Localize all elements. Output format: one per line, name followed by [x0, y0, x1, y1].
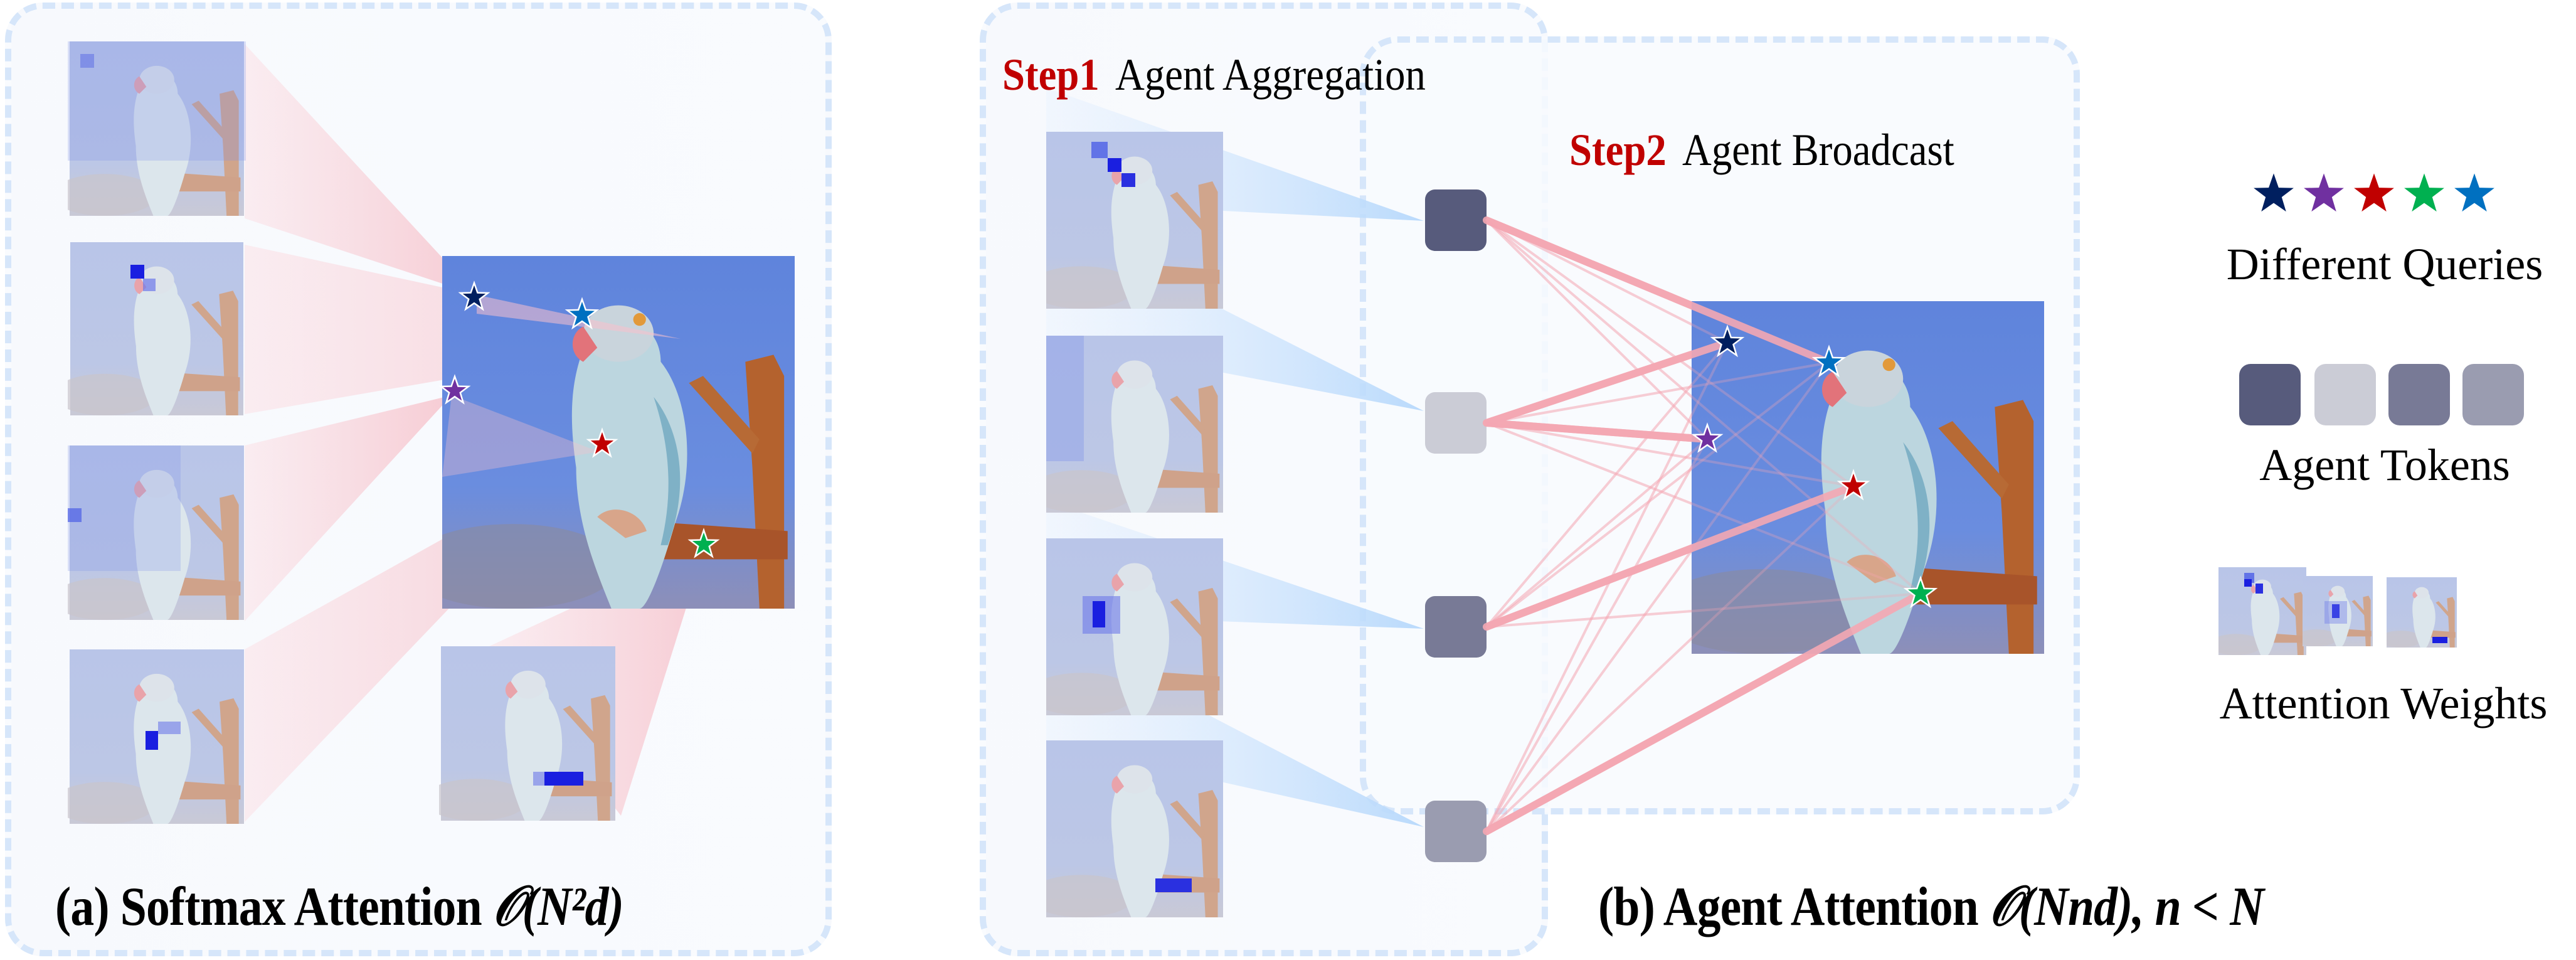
panel-b-query-image	[1692, 301, 2044, 654]
broadcast-line-weak	[1485, 219, 1855, 488]
legend-attention-weights	[2218, 567, 2457, 655]
broadcast-line-strong	[1483, 483, 1857, 631]
agent-tokens	[1425, 189, 1487, 862]
legend-token-2	[2314, 364, 2376, 425]
panel-b	[1046, 88, 2044, 917]
panel-a-attention-map-4	[68, 649, 244, 824]
broadcast-line-weak	[1485, 438, 1709, 833]
broadcast-line-strong	[1483, 419, 1711, 443]
broadcast-lines-over-image	[1483, 216, 1924, 835]
legend	[2218, 173, 2524, 655]
broadcast-line-weak	[1485, 422, 1855, 488]
panel-a-attention-map-2	[68, 242, 244, 415]
legend-agent-tokens	[2239, 364, 2524, 425]
legend-token-3	[2388, 364, 2450, 425]
agent-attention-map-3	[1046, 538, 1223, 715]
fan-query-3	[245, 395, 452, 621]
legend-query-stars	[2254, 173, 2494, 212]
legend-star-blue-icon	[2454, 173, 2494, 212]
agent-token-1	[1425, 189, 1487, 251]
legend-weight-map-1	[2218, 567, 2306, 655]
legend-tokens-label: Agent Tokens	[2259, 440, 2510, 490]
panel-b-caption: (b) Agent Attention 𝒪(Nnd), n < N	[1598, 875, 2264, 939]
agent-attention-map-4	[1046, 740, 1223, 917]
legend-star-purple-icon	[2304, 173, 2344, 212]
broadcast-line-weak	[1485, 438, 1709, 628]
agent-attention-map-2	[1046, 336, 1223, 513]
broadcast-line-weak	[1485, 341, 1729, 833]
broadcast-line-strong	[1483, 590, 1924, 835]
panel-b-caption-text: (b) Agent Attention	[1598, 877, 1990, 937]
panel-a-attention-fans	[245, 44, 706, 822]
panel-a-caption-text: (a) Softmax Attention	[55, 877, 493, 937]
broadcast-line-weak	[1485, 341, 1729, 833]
broadcast-line-strong	[1483, 339, 1731, 427]
step2-number: Step2	[1569, 125, 1667, 175]
broadcast-line-weak	[1485, 341, 1729, 628]
broadcast-line-weak	[1485, 361, 1830, 833]
panel-a-complexity: 𝒪(N²d)	[492, 877, 624, 937]
broadcast-line-weak	[1485, 438, 1709, 833]
panel-a	[68, 41, 795, 824]
legend-star-navy-icon	[2254, 173, 2294, 212]
broadcast-line-weak	[1485, 485, 1855, 833]
panel-a-caption: (a) Softmax Attention 𝒪(N²d)	[55, 875, 624, 939]
broadcast-line-weak	[1485, 219, 1709, 440]
broadcast-line-weak	[1485, 361, 1830, 628]
legend-token-1	[2239, 364, 2301, 425]
broadcast-line-strong	[1483, 216, 1833, 366]
legend-star-green-icon	[2404, 173, 2444, 212]
broadcast-line-weak	[1485, 219, 1922, 595]
broadcast-line-weak	[1485, 219, 1709, 440]
panel-a-attention-map-1	[68, 41, 246, 216]
step2-label: Agent Broadcast	[1682, 125, 1954, 175]
legend-weight-map-2	[2303, 576, 2373, 646]
legend-weight-map-3	[2387, 577, 2457, 648]
broadcast-line-weak	[1485, 592, 1922, 628]
fan-query-1	[245, 44, 477, 295]
step1-number: Step1	[1002, 50, 1100, 100]
agent-token-3	[1425, 596, 1487, 658]
legend-star-red-icon	[2354, 173, 2394, 212]
legend-token-4	[2462, 364, 2524, 425]
panel-a-attention-map-3	[68, 445, 244, 620]
legend-weights-label: Attention Weights	[2219, 678, 2548, 728]
broadcast-line-weak	[1485, 341, 1729, 628]
step1-label: Agent Aggregation	[1115, 50, 1426, 100]
broadcast-line-weak	[1485, 438, 1709, 628]
step2-heading: Step2 Agent Broadcast	[1569, 124, 1954, 176]
agent-token-4	[1425, 801, 1487, 862]
step1-heading: Step1 Agent Aggregation	[1002, 49, 1426, 101]
panel-b-complexity: 𝒪(Nnd), n < N	[1989, 877, 2264, 937]
legend-queries-label: Different Queries	[2226, 239, 2543, 289]
broadcast-line-weak	[1485, 422, 1922, 595]
broadcast-line-weak	[1485, 361, 1830, 424]
panel-a-attention-map-5	[439, 646, 615, 821]
agent-attention-map-1	[1046, 132, 1223, 309]
agent-token-2	[1425, 392, 1487, 454]
